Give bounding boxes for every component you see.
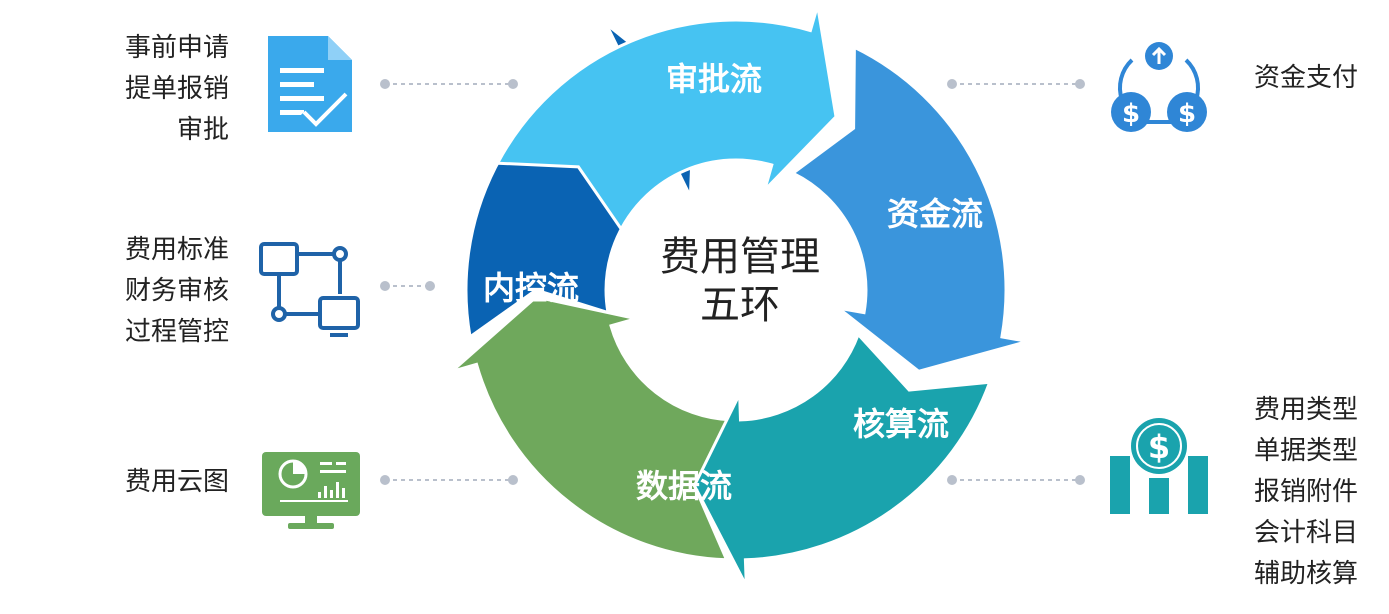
- connector-dot: [508, 79, 518, 89]
- ring: [450, 5, 1028, 587]
- right-group-accounting-line: 报销附件: [1254, 477, 1359, 507]
- right-group-accounting-line: 会计科目: [1254, 518, 1359, 548]
- left-group-approval: 事前申请 提单报销 审批: [125, 28, 229, 151]
- right-group-accounting-line: 辅助核算: [1254, 559, 1359, 589]
- ring-segment-accounting: [692, 331, 992, 587]
- right-group-accounting-line: 单据类型: [1254, 436, 1359, 466]
- left-group-data: 费用云图: [125, 462, 229, 503]
- segment-label-control: 内控流: [483, 269, 579, 307]
- monitor-chart-icon: [262, 452, 360, 529]
- left-group-approval-line: 提单报销: [124, 74, 229, 104]
- left-group-control-line: 财务审核: [124, 276, 229, 306]
- connector-dot: [1075, 475, 1085, 485]
- ring-segment-data: [450, 295, 735, 562]
- svg-text:$: $: [1178, 99, 1196, 129]
- connector-dot: [380, 281, 390, 291]
- connector-dot: [425, 281, 435, 291]
- svg-text:$: $: [1122, 99, 1140, 129]
- left-group-control-line: 过程管控: [124, 317, 229, 347]
- left-group-approval-line: 审批: [176, 115, 229, 145]
- center-title-line2: 五环: [700, 282, 780, 328]
- segment-label-accounting: 核算流: [853, 405, 949, 443]
- connector-dot: [1075, 79, 1085, 89]
- connector-dot: [947, 79, 957, 89]
- ring-segment-approval: [495, 5, 838, 232]
- segment-label-data: 数据流: [636, 467, 732, 505]
- left-group-control: 费用标准 财务审核 过程管控: [125, 230, 229, 353]
- connector-dot: [508, 475, 518, 485]
- left-group-control-line: 费用标准: [124, 235, 229, 265]
- ring-segment-funds: [790, 44, 1028, 373]
- connector-dot: [380, 475, 390, 485]
- center-title-line1: 费用管理: [660, 234, 820, 280]
- segment-label-funds: 资金流: [887, 195, 983, 233]
- connector-dot: [947, 475, 957, 485]
- connector-dot: [380, 79, 390, 89]
- right-group-accounting: 费用类型 单据类型 报销附件 会计科目 辅助核算: [1254, 390, 1358, 595]
- svg-text:$: $: [1148, 428, 1170, 466]
- segment-label-approval: 审批流: [666, 60, 762, 98]
- right-group-funds: 资金支付: [1254, 58, 1358, 99]
- flowchart-icon: [259, 242, 360, 337]
- money-cycle-icon: $ $: [1111, 42, 1207, 132]
- left-group-data-line: 费用云图: [124, 467, 229, 497]
- left-group-approval-line: 事前申请: [124, 33, 229, 63]
- right-group-funds-line: 资金支付: [1254, 63, 1359, 93]
- dollar-bars-icon: $: [1110, 418, 1208, 514]
- connectors: [380, 79, 1085, 485]
- right-group-accounting-line: 费用类型: [1254, 395, 1359, 425]
- document-check-icon: [268, 36, 352, 132]
